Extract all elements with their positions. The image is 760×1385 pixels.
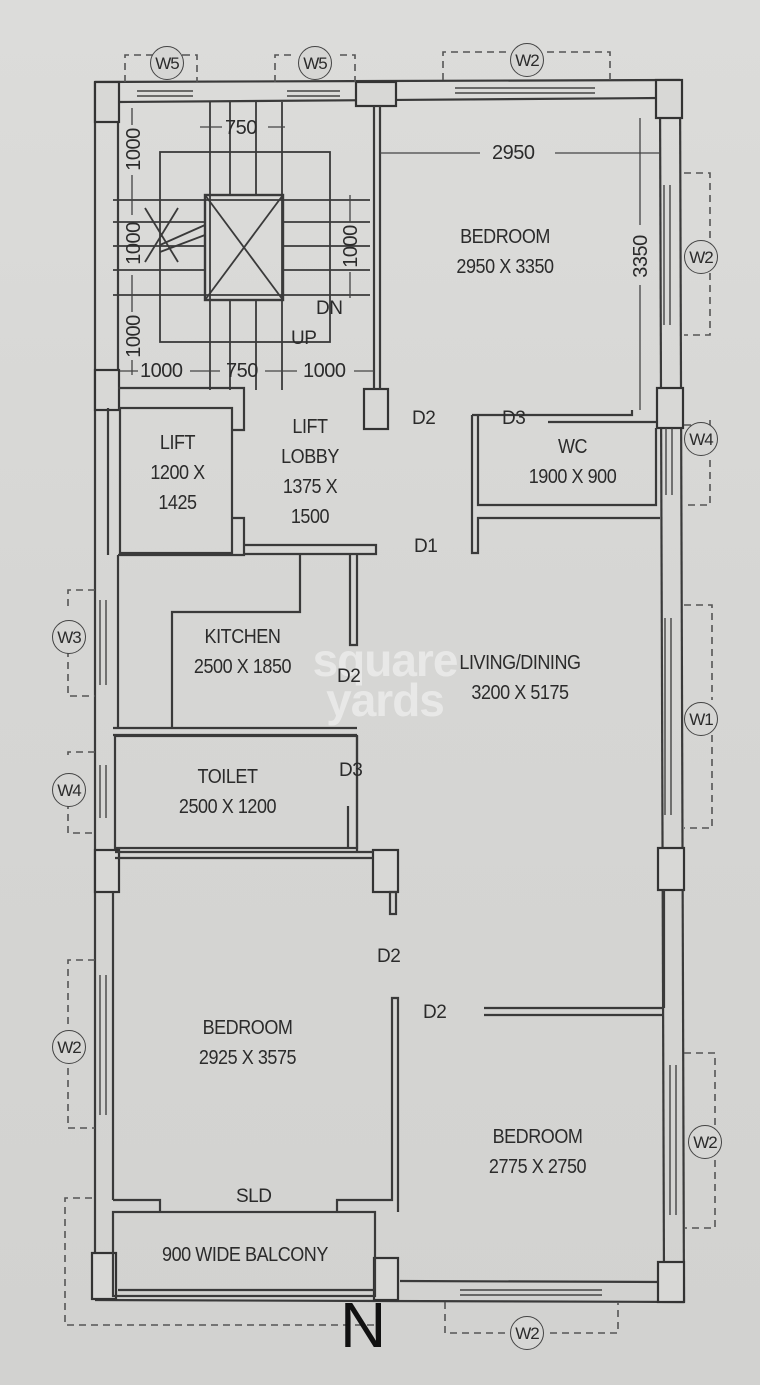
room-kitchen: KITCHEN 2500 X 1850	[182, 622, 304, 682]
room-name: LIVING/DINING	[459, 652, 581, 674]
door-d2-bedroom-sw: D2	[377, 946, 401, 967]
room-name: TOILET	[197, 766, 258, 788]
room-name: BEDROOM	[460, 226, 550, 248]
window-tag-w2-bottom: W2	[510, 1316, 544, 1350]
door-d2-lobby: D2	[412, 408, 436, 429]
watermark: square yards	[300, 634, 470, 726]
window-tag-w2-bedroom-sw: W2	[52, 1030, 86, 1064]
watermark-line-1: square	[312, 634, 459, 686]
stair-up-label: UP	[291, 328, 317, 349]
room-lift-lobby: LIFT LOBBY 1375 X 1500	[265, 412, 355, 532]
room-size-a: 1375 X	[282, 476, 338, 498]
room-size: 2500 X 1850	[193, 656, 292, 678]
room-size-a: 1200 X	[150, 462, 205, 484]
dim-stair-left-1: 1000	[122, 128, 145, 171]
room-balcony: 900 WIDE BALCONY	[142, 1240, 349, 1270]
room-lift: LIFT 1200 X 1425	[135, 428, 221, 518]
room-name: WC	[557, 436, 588, 458]
window-tag-w4-toilet: W4	[52, 773, 86, 807]
window-tag-w5-left: W5	[150, 46, 184, 80]
door-d2-kitchen: D2	[337, 666, 361, 687]
room-bedroom-ne: BEDROOM 2950 X 3350	[438, 222, 573, 282]
dim-stair-top-width: 750	[225, 117, 257, 139]
room-size: 2925 X 3575	[198, 1047, 297, 1069]
room-size: 3200 X 5175	[471, 682, 569, 704]
north-indicator: N	[340, 1289, 387, 1361]
room-bedroom-se: BEDROOM 2775 X 2750	[472, 1122, 603, 1182]
window-tag-w2-bedroom-se: W2	[688, 1125, 722, 1159]
room-wc: WC 1900 X 900	[512, 432, 634, 492]
dim-bedroom-width: 2950	[492, 142, 535, 164]
room-size: 2950 X 3350	[456, 256, 554, 278]
room-name-a: LIFT	[292, 416, 328, 438]
room-name: LIFT	[159, 432, 196, 454]
outer-walls	[93, 78, 686, 1304]
door-d3-toilet: D3	[339, 760, 363, 781]
room-living-dining: LIVING/DINING 3200 X 5175	[439, 648, 601, 708]
window-tag-w3-kitchen: W3	[52, 620, 86, 654]
room-name: 900 WIDE BALCONY	[162, 1244, 328, 1266]
dim-stair-bottom-right: 1000	[303, 360, 346, 382]
watermark-line-2: yards	[326, 674, 445, 726]
room-size: 2775 X 2750	[488, 1156, 587, 1178]
dim-stair-left-3: 1000	[122, 315, 145, 358]
door-sliding-balcony: SLD	[236, 1186, 272, 1207]
window-tag-w4-wc: W4	[684, 422, 718, 456]
room-size-b: 1500	[290, 506, 330, 528]
dim-stair-bottom-left: 1000	[140, 360, 183, 382]
dim-bedroom-height: 3350	[629, 235, 652, 278]
dim-stair-bottom-mid: 750	[226, 360, 258, 382]
window-tag-w2-top: W2	[510, 43, 544, 77]
door-d3-wc: D3	[502, 408, 526, 429]
room-bedroom-sw: BEDROOM 2925 X 3575	[182, 1013, 313, 1073]
staircase	[113, 102, 370, 390]
dim-stair-left-2: 1000	[122, 222, 145, 265]
room-name: BEDROOM	[202, 1017, 293, 1039]
window-tag-w1-living: W1	[684, 702, 718, 736]
window-tag-w2-bedroom-ne: W2	[684, 240, 718, 274]
room-size-b: 1425	[158, 492, 197, 514]
room-name: KITCHEN	[204, 626, 281, 648]
door-d1-entry: D1	[414, 536, 438, 557]
stair-down-label: DN	[316, 298, 343, 319]
room-name-b: LOBBY	[281, 446, 339, 468]
room-toilet: TOILET 2500 X 1200	[167, 762, 289, 822]
window-tag-w5-mid: W5	[298, 46, 332, 80]
dim-stair-right: 1000	[339, 225, 362, 268]
room-size: 1900 X 900	[528, 466, 617, 488]
room-name: BEDROOM	[492, 1126, 583, 1148]
room-size: 2500 X 1200	[178, 796, 277, 818]
door-d2-bedroom-se: D2	[423, 1002, 447, 1023]
